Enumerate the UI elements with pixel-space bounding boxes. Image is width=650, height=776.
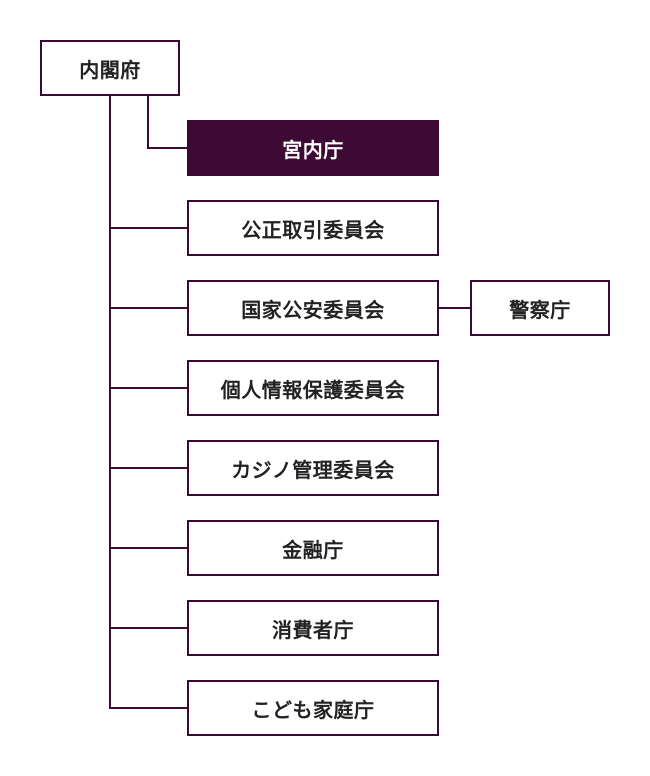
branch-connector (109, 307, 188, 309)
branch-connector (109, 467, 188, 469)
trunk-line (109, 94, 111, 709)
branch-connector (109, 627, 188, 629)
node-branch-3: カジノ管理委員会 (187, 440, 439, 496)
branch-connector (109, 707, 188, 709)
node-branch-5: 消費者庁 (187, 600, 439, 656)
node-branch-6: こども家庭庁 (187, 680, 439, 736)
node-branch-0: 公正取引委員会 (187, 200, 439, 256)
branch-connector (109, 547, 188, 549)
node-root: 内閣府 (40, 40, 180, 96)
node-highlighted: 宮内庁 (187, 120, 439, 176)
highlight-connector-horizontal (147, 147, 188, 149)
branch-connector (109, 387, 188, 389)
highlight-connector-vertical (147, 94, 149, 149)
branch-connector (109, 227, 188, 229)
child-connector (437, 307, 471, 309)
node-branch-1: 国家公安委員会 (187, 280, 439, 336)
node-branch-4: 金融庁 (187, 520, 439, 576)
node-branch-1-child: 警察庁 (470, 280, 610, 336)
node-branch-2: 個人情報保護委員会 (187, 360, 439, 416)
